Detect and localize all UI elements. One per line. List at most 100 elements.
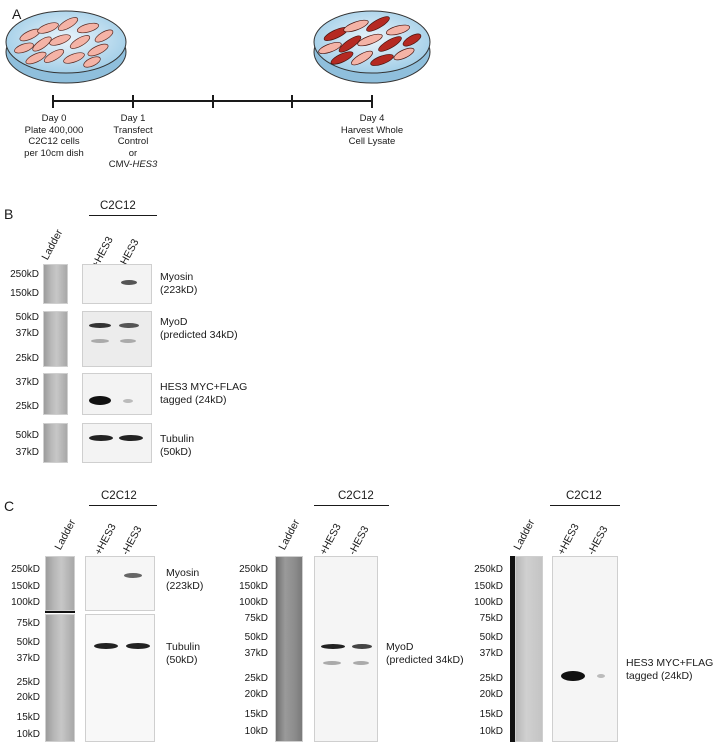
c1-ladder-strip-bottom xyxy=(45,614,75,742)
c2-band xyxy=(323,661,341,665)
b-label-tubulin: Tubulin(50kD) xyxy=(160,433,195,458)
b-ladder-strip xyxy=(43,373,68,415)
b-band xyxy=(119,435,143,441)
c2-label-myod: MyoD(predicted 34kD) xyxy=(386,641,464,666)
b-band xyxy=(123,399,133,403)
c3-lane-plus: +HES3 xyxy=(555,521,582,557)
c3-marker: 75kD xyxy=(479,613,503,624)
panel-letter-a: A xyxy=(12,6,22,22)
b-blot-tubulin xyxy=(82,423,152,463)
c1-marker: 25kD xyxy=(16,677,40,688)
c3-cell-line-header: C2C12 xyxy=(566,490,602,502)
b-marker: 37kD xyxy=(15,447,39,458)
c2-marker: 25kD xyxy=(244,673,268,684)
c3-band xyxy=(597,674,605,678)
b-band xyxy=(89,396,111,405)
c1-marker: 10kD xyxy=(16,729,40,740)
c3-ladder-strip xyxy=(515,556,543,742)
b-marker: 50kD xyxy=(15,430,39,441)
b-marker: 25kD xyxy=(15,401,39,412)
b-band xyxy=(121,280,137,285)
c1-lane-minus: -HES3 xyxy=(119,524,145,557)
c2-marker: 37kD xyxy=(244,648,268,659)
b-band xyxy=(91,339,109,343)
c1-ladder-label: Ladder xyxy=(52,517,79,552)
b-blot-hes3 xyxy=(82,373,152,415)
c1-band xyxy=(124,573,142,578)
dish-day4-icon xyxy=(313,10,431,84)
c2-band xyxy=(321,644,345,649)
c3-marker: 250kD xyxy=(474,564,503,575)
timeline-day0-text: Day 0 Plate 400,000 C2C12 cells per 10cm… xyxy=(24,113,84,159)
panel-letter-b: B xyxy=(4,206,14,222)
c2-cell-line-header: C2C12 xyxy=(338,490,374,502)
c3-lane-minus: -HES3 xyxy=(585,524,611,557)
c1-cell-line-header: C2C12 xyxy=(101,490,137,502)
c3-header-underline xyxy=(550,505,620,506)
c1-marker: 75kD xyxy=(16,618,40,629)
c2-marker: 150kD xyxy=(239,581,268,592)
c3-blot-hes3 xyxy=(552,556,618,742)
b-ladder-strip xyxy=(43,311,68,367)
c1-marker: 250kD xyxy=(11,564,40,575)
c3-marker: 25kD xyxy=(479,673,503,684)
c3-strip-edge xyxy=(510,556,515,742)
c1-marker: 15kD xyxy=(16,712,40,723)
c2-marker: 250kD xyxy=(239,564,268,575)
c3-marker: 20kD xyxy=(479,689,503,700)
b-cell-line-header: C2C12 xyxy=(100,200,136,212)
b-band xyxy=(89,323,111,328)
b-marker: 37kD xyxy=(15,328,39,339)
c1-label-myosin: Myosin(223kD) xyxy=(166,567,204,592)
b-blot-myod xyxy=(82,311,152,367)
c2-band xyxy=(353,661,369,665)
c2-blot-myod xyxy=(314,556,378,742)
c2-marker: 20kD xyxy=(244,689,268,700)
c1-band xyxy=(94,643,118,649)
b-blot-myosin xyxy=(82,264,152,304)
c1-marker: 50kD xyxy=(16,637,40,648)
b-label-myod: MyoD(predicted 34kD) xyxy=(160,316,238,341)
b-marker: 250kD xyxy=(10,269,39,280)
b-marker: 50kD xyxy=(15,312,39,323)
c2-lane-minus: -HES3 xyxy=(346,524,372,557)
b-marker: 25kD xyxy=(15,353,39,364)
b-ladder-strip xyxy=(43,423,68,463)
c1-header-underline xyxy=(89,505,157,506)
b-ladder-label: Ladder xyxy=(39,227,66,262)
timeline-day4-text: Day 4 Harvest Whole Cell Lysate xyxy=(340,113,404,147)
c1-marker: 37kD xyxy=(16,653,40,664)
b-band xyxy=(89,435,113,441)
c3-ladder-label: Ladder xyxy=(511,517,538,552)
panel-letter-c: C xyxy=(4,498,15,514)
c3-marker: 15kD xyxy=(479,709,503,720)
dish-day0-icon xyxy=(5,10,127,84)
c2-marker: 50kD xyxy=(244,632,268,643)
b-header-underline xyxy=(89,215,157,216)
b-band xyxy=(120,339,136,343)
c3-band xyxy=(561,671,585,681)
c1-blot-tubulin xyxy=(85,614,155,742)
c2-marker: 10kD xyxy=(244,726,268,737)
timeline-day1-text: Day 1 Transfect Control or CMV-HES3 xyxy=(108,113,158,170)
c2-header-underline xyxy=(314,505,389,506)
c1-marker: 100kD xyxy=(11,597,40,608)
c2-ladder-label: Ladder xyxy=(276,517,303,552)
c2-marker: 75kD xyxy=(244,613,268,624)
c3-marker: 150kD xyxy=(474,581,503,592)
b-marker: 37kD xyxy=(15,377,39,388)
c3-marker: 100kD xyxy=(474,597,503,608)
c1-marker: 150kD xyxy=(11,581,40,592)
c3-marker: 10kD xyxy=(479,726,503,737)
c2-band xyxy=(352,644,372,649)
c2-marker: 15kD xyxy=(244,709,268,720)
c1-strip-divider xyxy=(45,611,75,613)
c1-blot-myosin xyxy=(85,556,155,611)
timeline-diagram xyxy=(5,10,431,108)
c1-lane-plus: +HES3 xyxy=(92,521,119,557)
c1-marker: 20kD xyxy=(16,692,40,703)
c1-band xyxy=(126,643,150,649)
b-ladder-strip xyxy=(43,264,68,304)
